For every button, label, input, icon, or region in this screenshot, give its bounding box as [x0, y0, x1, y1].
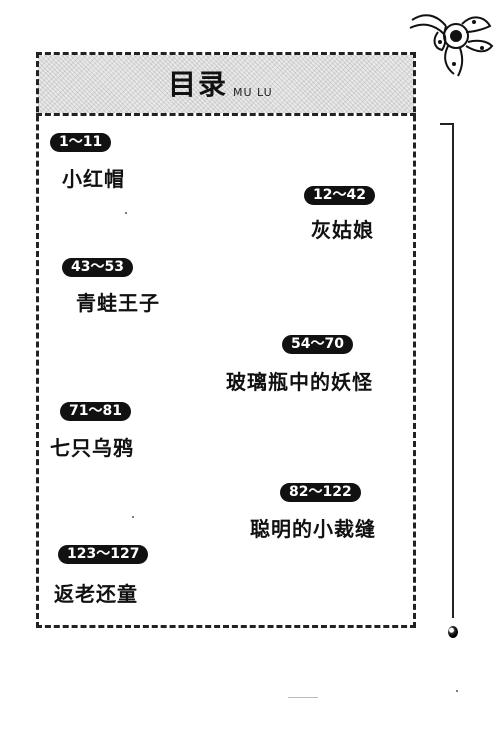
- bead-icon: [448, 626, 458, 638]
- scan-speck: [132, 516, 134, 518]
- ribbon-bow-icon: [409, 14, 494, 77]
- scan-speck: [288, 697, 318, 698]
- header-divider: [36, 113, 416, 116]
- entry-pages-4: 54～70: [282, 335, 353, 354]
- side-rule-cap: [440, 123, 454, 125]
- entry-pages-6: 82～122: [280, 483, 361, 502]
- entry-pages-2: 12～42: [304, 186, 375, 205]
- entry-pages-7: 123～127: [58, 545, 149, 564]
- page-title: 目录: [168, 68, 229, 101]
- entry-title-5: 七只乌鸦: [50, 436, 134, 460]
- scan-speck: [125, 212, 127, 214]
- entry-title-2: 灰姑娘: [311, 218, 374, 242]
- header-band: [38, 55, 414, 113]
- side-rule: [452, 123, 454, 618]
- entry-title-4: 玻璃瓶中的妖怪: [226, 370, 373, 394]
- page-title-pinyin: MU LU: [233, 86, 273, 99]
- entry-pages-3: 43～53: [62, 258, 133, 277]
- entry-title-6: 聪明的小裁缝: [250, 517, 376, 541]
- entry-pages-5: 71～81: [60, 402, 131, 421]
- entry-pages-1: 1～11: [50, 133, 112, 152]
- scan-speck: [456, 690, 458, 692]
- entry-title-1: 小红帽: [62, 167, 125, 191]
- entry-title-3: 青蛙王子: [76, 291, 160, 315]
- entry-title-7: 返老还童: [54, 582, 138, 606]
- toc-frame: [36, 52, 416, 628]
